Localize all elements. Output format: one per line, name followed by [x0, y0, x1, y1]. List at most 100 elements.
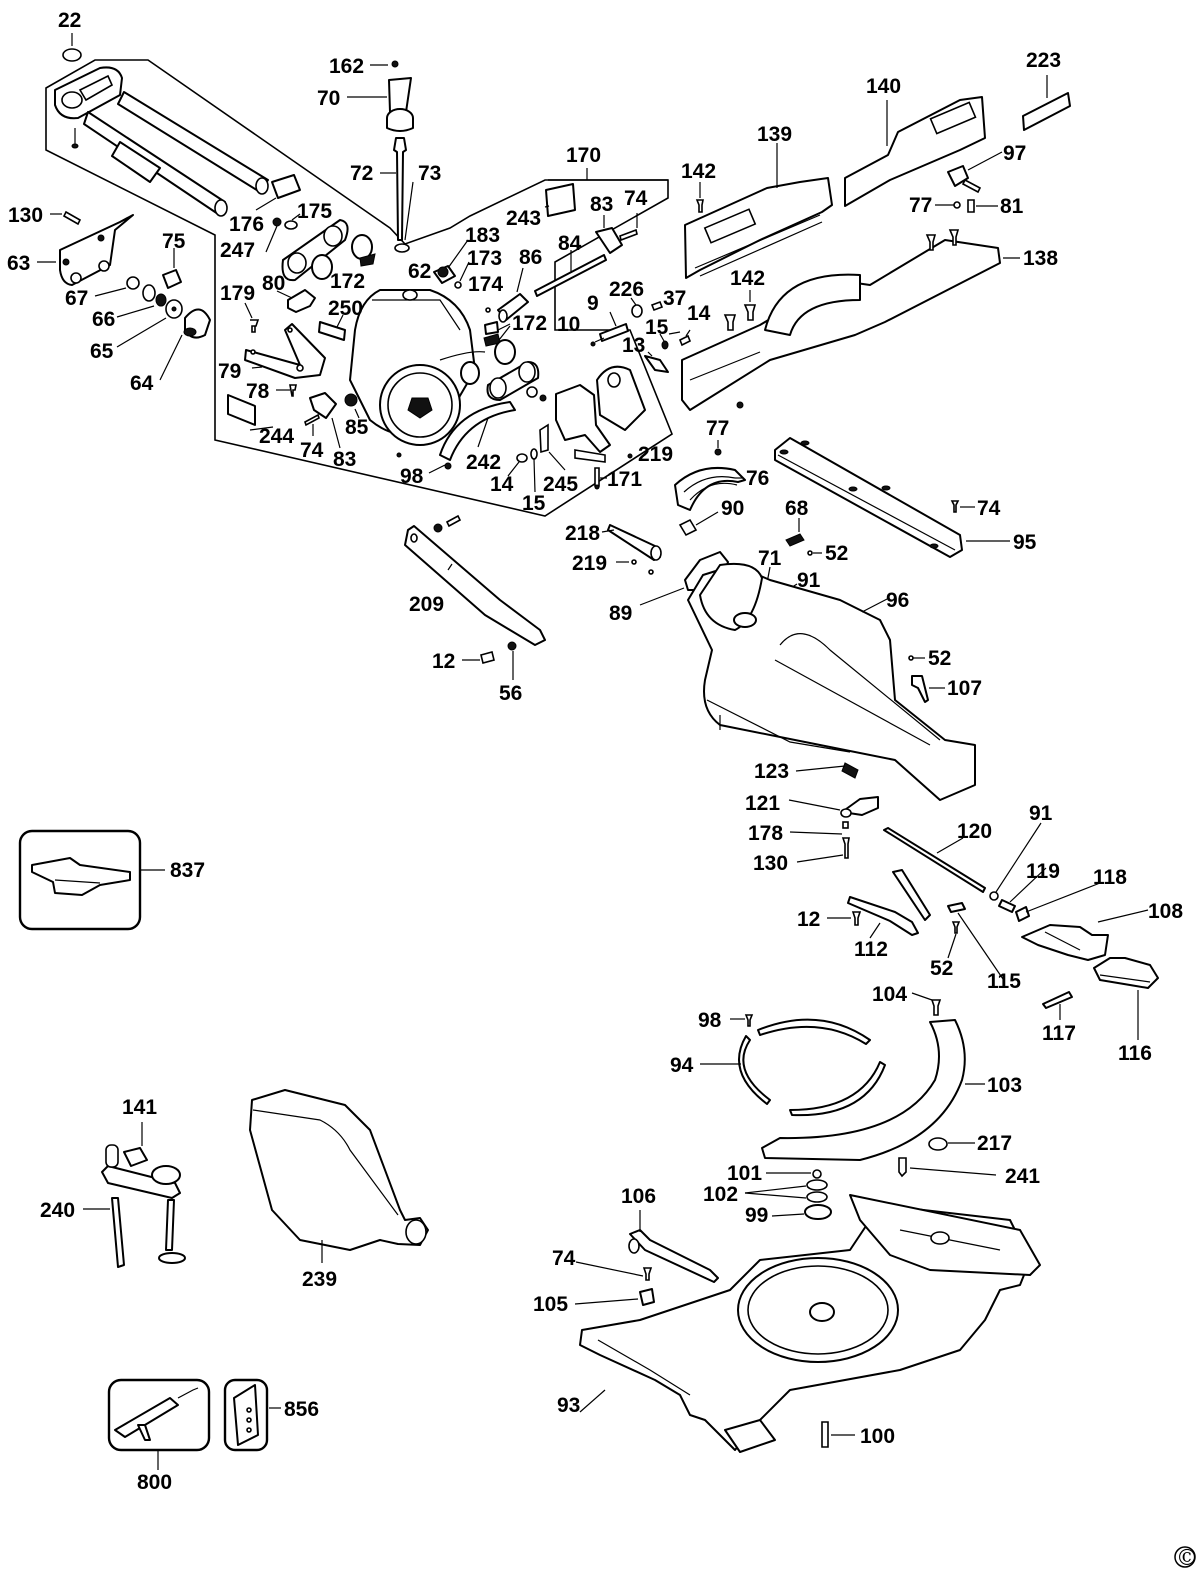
part-173-part: [454, 261, 470, 289]
callout-62: 62: [408, 260, 431, 283]
part-91-119-118: [989, 822, 1101, 922]
part-108-handle: [1021, 909, 1149, 961]
callout-85: 85: [345, 416, 369, 439]
part-79-bracket: [244, 323, 326, 379]
callout-77-top: 77: [909, 194, 932, 217]
callout-219-lower: 219: [572, 552, 607, 575]
part-106-wrench: [628, 1210, 719, 1283]
part-244-label: [227, 394, 274, 431]
callout-94: 94: [670, 1054, 694, 1077]
callout-171: 171: [607, 468, 642, 491]
part-link-plate-middle: [486, 361, 547, 402]
callout-74-lower: 74: [300, 439, 324, 462]
callout-12-lever: 12: [797, 908, 820, 931]
part-22-retaining-ring: [62, 33, 82, 62]
callout-14-upper: 14: [687, 302, 711, 325]
part-219-ball-a: [627, 453, 633, 459]
callout-173: 173: [467, 247, 502, 270]
group-outline-upper-arm: [45, 59, 673, 517]
callout-179: 179: [220, 282, 255, 305]
callout-172-right: 172: [512, 312, 547, 335]
callout-108: 108: [1148, 900, 1183, 923]
callout-121: 121: [745, 792, 780, 815]
callout-81: 81: [1000, 195, 1024, 218]
part-65-washer: [116, 299, 183, 348]
part-130-screw-b: [796, 837, 850, 863]
callout-67: 67: [65, 287, 88, 310]
callout-70: 70: [317, 87, 340, 110]
part-93-base: [579, 1194, 1041, 1453]
part-bearings-middle: [460, 339, 516, 385]
callout-80: 80: [262, 272, 285, 295]
callout-178: 178: [748, 822, 783, 845]
part-142-screw-a: [695, 182, 704, 213]
part-rail-bracket: [54, 66, 123, 149]
part-52-107-hardware: [908, 655, 945, 703]
part-174-part: [485, 307, 491, 313]
callout-93: 93: [557, 1394, 580, 1417]
part-140-fence: [844, 96, 986, 207]
part-172-clips: [483, 321, 511, 347]
part-115-52-hardware: [947, 902, 1004, 980]
part-90-pin: [678, 511, 719, 537]
callout-91-lower: 91: [1029, 802, 1053, 825]
callout-209: 209: [409, 593, 444, 616]
part-95-fence-plate: [774, 437, 1010, 558]
part-67-nut: [94, 276, 140, 297]
part-138-fence-base: [681, 229, 1020, 411]
part-130-screw: [50, 210, 82, 226]
callout-84: 84: [558, 232, 582, 255]
callout-66: 66: [92, 308, 115, 331]
callout-174: 174: [468, 273, 503, 296]
part-171-bolt: [594, 467, 607, 490]
callout-242: 242: [466, 451, 501, 474]
callout-223: 223: [1026, 49, 1061, 72]
callout-115: 115: [987, 970, 1021, 993]
callout-130-lower: 130: [753, 852, 788, 875]
callout-63: 63: [7, 252, 30, 275]
callout-79: 79: [218, 360, 241, 383]
callout-97: 97: [1003, 142, 1026, 165]
part-74-screw-lower: [304, 413, 320, 436]
part-243-label: [544, 183, 576, 217]
accessory-856-box: [223, 1378, 281, 1452]
accessory-837-box: [18, 829, 165, 931]
callout-12-wrench: 12: [432, 650, 455, 673]
part-14-15-245-screws: [507, 423, 566, 493]
callout-142-mid: 142: [730, 267, 765, 290]
part-83-knob-upper: [595, 215, 623, 254]
callout-22: 22: [58, 9, 81, 32]
part-116-grip: [1093, 957, 1159, 1040]
part-84-shaft: [534, 250, 607, 297]
callout-52-lower: 52: [930, 957, 953, 980]
part-98-screw-a: [396, 452, 446, 474]
part-73-washer: [394, 181, 414, 253]
part-94-ring: [700, 1018, 886, 1117]
callout-56: 56: [499, 682, 522, 705]
part-96-arm: [687, 562, 976, 801]
part-223-label: [1022, 75, 1071, 131]
callout-89: 89: [609, 602, 632, 625]
callout-74-fence: 74: [977, 497, 1001, 520]
callout-117: 117: [1042, 1022, 1076, 1045]
part-103-scale: [761, 1019, 985, 1161]
part-64-clamp: [159, 308, 211, 381]
part-219-balls-b: [616, 559, 654, 575]
callout-65: 65: [90, 340, 114, 363]
part-179-screw: [244, 302, 260, 333]
callout-183: 183: [465, 224, 500, 247]
part-142-screw-b: [723, 290, 757, 331]
callout-13: 13: [622, 334, 645, 357]
callout-68: 68: [785, 497, 809, 520]
part-247-175-screw: [265, 213, 301, 253]
callout-856: 856: [284, 1398, 319, 1421]
accessory-141-240-clamp: [83, 1122, 186, 1268]
callout-244: 244: [259, 425, 294, 448]
callout-226: 226: [609, 278, 644, 301]
callout-130: 130: [8, 204, 43, 227]
callout-142-top: 142: [681, 160, 716, 183]
part-101-102-99: [744, 1169, 832, 1220]
part-98-screw-b: [730, 1014, 754, 1027]
callout-800: 800: [137, 1471, 172, 1494]
